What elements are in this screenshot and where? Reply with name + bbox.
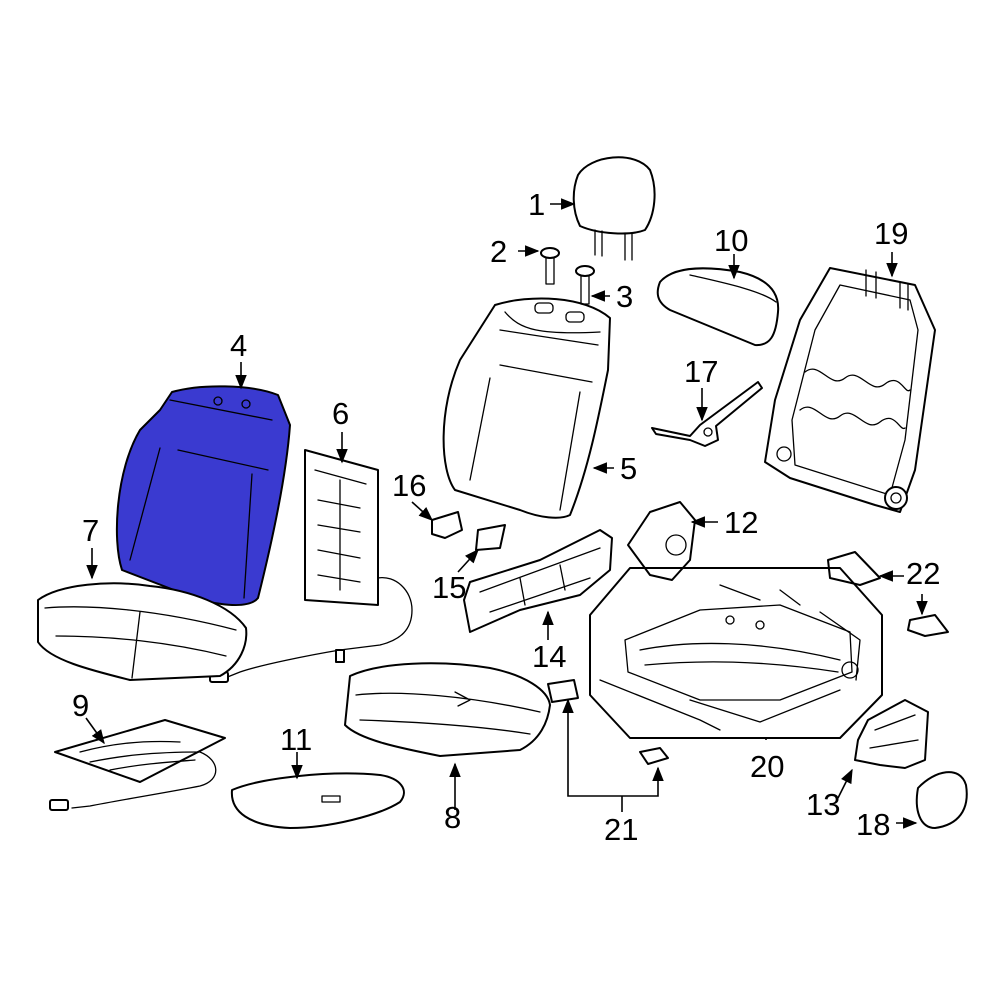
callout-20: 20 bbox=[750, 749, 784, 784]
callout-15: 15 bbox=[432, 570, 466, 605]
callout-5: 5 bbox=[620, 451, 637, 486]
part-14-side-shield[interactable] bbox=[463, 529, 613, 633]
callout-1: 1 bbox=[528, 187, 545, 222]
callout-11: 11 bbox=[280, 722, 312, 757]
part-19-seat-back-frame[interactable] bbox=[764, 267, 936, 513]
seat-back-cover-shape bbox=[115, 385, 291, 606]
callout-22: 22 bbox=[906, 556, 940, 591]
part-1-headrest[interactable] bbox=[572, 156, 656, 261]
part-12-recliner-cover[interactable] bbox=[627, 501, 696, 581]
part-5-seat-back-trim[interactable] bbox=[442, 297, 611, 519]
part-9-cushion-heater[interactable] bbox=[49, 719, 226, 811]
part-6-seat-heater-element[interactable] bbox=[209, 449, 413, 683]
part-10-back-pad[interactable] bbox=[656, 267, 780, 347]
part-15-knob[interactable] bbox=[475, 524, 506, 551]
part-13-side-bracket[interactable] bbox=[854, 699, 929, 769]
callout-9: 9 bbox=[72, 688, 89, 723]
callout-21: 21 bbox=[604, 812, 638, 847]
callout-17: 17 bbox=[684, 354, 718, 389]
part-16-cover[interactable] bbox=[431, 511, 463, 539]
callout-10: 10 bbox=[714, 223, 748, 258]
part-2-headrest-guide[interactable] bbox=[540, 247, 560, 285]
part-18-cover-cap[interactable] bbox=[915, 771, 968, 829]
part-21-caps[interactable] bbox=[547, 679, 669, 765]
part-20-cushion-frame[interactable] bbox=[589, 567, 883, 739]
callout-12: 12 bbox=[724, 505, 758, 540]
leader-lines bbox=[85, 198, 928, 829]
callout-18: 18 bbox=[856, 807, 890, 842]
callout-6: 6 bbox=[332, 396, 349, 431]
callout-13: 13 bbox=[806, 787, 840, 822]
callout-7: 7 bbox=[82, 513, 99, 548]
callout-8: 8 bbox=[444, 800, 461, 835]
callout-labels: 1 2 3 4 5 6 7 8 9 10 11 12 13 14 15 16 1… bbox=[72, 187, 940, 847]
callout-2: 2 bbox=[490, 234, 507, 269]
callout-16: 16 bbox=[392, 468, 426, 503]
callout-19: 19 bbox=[874, 216, 908, 251]
part-11-sensor-pad[interactable] bbox=[230, 772, 405, 829]
part-7-cushion-pad[interactable] bbox=[37, 582, 248, 681]
part-22-bracket[interactable] bbox=[827, 551, 949, 637]
part-17-recliner-link[interactable] bbox=[651, 381, 763, 447]
callout-4: 4 bbox=[230, 328, 247, 363]
part-3-headrest-guide[interactable] bbox=[575, 265, 595, 305]
callout-3: 3 bbox=[616, 279, 633, 314]
part-8-cushion-cover[interactable] bbox=[344, 662, 551, 757]
part-4-seat-back-cover[interactable] bbox=[115, 385, 291, 606]
callout-14: 14 bbox=[532, 639, 566, 674]
